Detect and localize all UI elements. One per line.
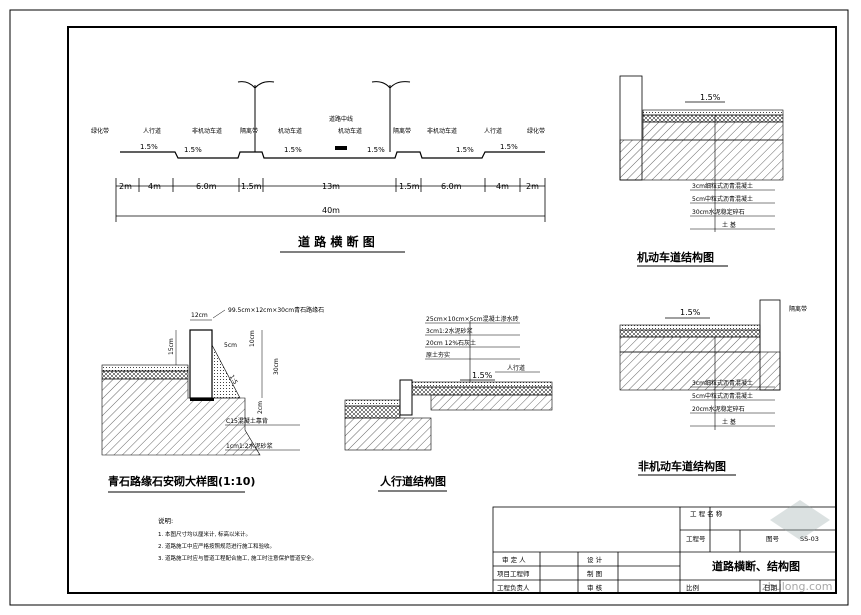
slope-label: 1.5% xyxy=(284,146,302,154)
curb-detail-title: 青石路缘石安砌大样图(1:10) xyxy=(108,474,255,488)
dim-label: 12cm xyxy=(191,312,208,319)
curb-detail: 12cm 99.5cm×12cm×30cm青石路缘石 15cm 5cm 10cm… xyxy=(101,306,324,493)
zone-label: 人行道 xyxy=(484,127,502,135)
motor-lane-title: 机动车道结构图 xyxy=(637,250,714,264)
note-item: 3. 道路施工时应与管道工程配合施工, 施工时注意保护管道安全。 xyxy=(158,554,317,562)
project-no-label: 工程号 xyxy=(686,534,706,543)
drawing-no-label: 图号 xyxy=(766,535,780,543)
dim-label: 13m xyxy=(322,182,340,191)
layer-label: 3cm细粒式沥青混凝土 xyxy=(692,379,753,387)
dim-label: 2m xyxy=(526,182,539,191)
note-item: 2. 道路施工中应严格按照规范进行施工和验收。 xyxy=(158,542,275,550)
scale-label: 比例 xyxy=(686,583,699,592)
layer-label: 土 基 xyxy=(722,221,736,229)
slope-label: 1.5% xyxy=(367,146,385,154)
role-label: 审 核 xyxy=(587,583,603,592)
dim-label: 2m xyxy=(119,182,132,191)
dim-label: 6.0m xyxy=(441,182,462,191)
curb-note: C15混凝土靠背 xyxy=(226,417,268,425)
zone-label: 绿化带 xyxy=(527,127,545,135)
zone-label: 道路中线 xyxy=(329,115,353,123)
dim-label: 30cm xyxy=(273,358,280,375)
curb-note: 1cm1:2水泥砂浆 xyxy=(226,442,273,450)
drawing-no: SS-03 xyxy=(800,535,819,543)
dim-label: 1.5m xyxy=(399,182,420,191)
watermark-logo: zhulong.com xyxy=(762,500,832,593)
zone-label: 绿化带 xyxy=(91,127,109,135)
sidewalk-label: 人行道 xyxy=(507,364,525,372)
dim-label: 15cm xyxy=(168,338,175,355)
curb-label: 隔离带 xyxy=(789,305,807,313)
zone-label: 非机动车道 xyxy=(427,127,457,135)
note-item: 1. 本图尺寸均以厘米计, 标高以米计。 xyxy=(158,530,251,538)
layer-label: 3cm1:2水泥砂浆 xyxy=(426,327,473,335)
cross-section: 绿化带 人行道 非机动车道 隔离带 机动车道 道路中线 机动车道 隔离带 非机动… xyxy=(91,81,546,253)
dimension-line xyxy=(115,178,546,222)
dim-label: 4m xyxy=(496,182,509,191)
role-label: 审 定 人 xyxy=(502,555,526,564)
role-label: 设 计 xyxy=(587,555,603,564)
layer-label: 25cm×10cm×5cm混凝土渗水砖 xyxy=(426,315,519,323)
zone-label: 机动车道 xyxy=(278,127,302,135)
median-marker xyxy=(335,146,347,150)
watermark-text: zhulong.com xyxy=(762,580,832,593)
motor-lane-structure: 1.5% 3cm细粒式沥青混凝土 5cm中粒式沥青混凝土 30cm水泥稳定碎石 … xyxy=(619,75,784,267)
slope-label: 1.5% xyxy=(456,146,474,154)
date-label: 日期 xyxy=(764,584,778,592)
notes: 说明: 1. 本图尺寸均以厘米计, 标高以米计。 2. 道路施工中应严格按照规范… xyxy=(158,516,317,562)
notes-heading: 说明: xyxy=(158,516,173,525)
dim-label: 2cm xyxy=(257,401,264,414)
zone-label: 非机动车道 xyxy=(192,127,222,135)
zone-label: 人行道 xyxy=(143,127,161,135)
slope-label: 1.5% xyxy=(680,308,701,317)
curb-stone xyxy=(189,329,213,399)
nonmotor-lane-title: 非机动车道结构图 xyxy=(638,459,726,473)
slope-label: 1.5% xyxy=(700,93,721,102)
layer-label: 30cm水泥稳定碎石 xyxy=(692,208,745,216)
slope-label: 1.5% xyxy=(500,143,518,151)
role-label: 项目工程师 xyxy=(497,569,530,578)
slope-ratio: 1:5 xyxy=(228,374,239,386)
layer-label: 20cm 12%石灰土 xyxy=(426,339,476,347)
zone-label: 隔离带 xyxy=(240,127,258,135)
slope-label: 1.5% xyxy=(472,371,493,380)
title-block xyxy=(492,506,837,594)
outer-border xyxy=(9,9,849,606)
road-profile xyxy=(120,151,545,159)
slope-label: 1.5% xyxy=(140,143,158,151)
total-width-label: 40m xyxy=(322,206,340,215)
inner-border xyxy=(67,26,837,594)
sidewalk-title: 人行道结构图 xyxy=(380,474,446,488)
project-label: 工 程 名 称 xyxy=(690,509,723,518)
sidewalk-structure: 25cm×10cm×5cm混凝土渗水砖 3cm1:2水泥砂浆 20cm 12%石… xyxy=(344,315,553,492)
zone-label: 隔离带 xyxy=(393,127,411,135)
dim-label: 6.0m xyxy=(196,182,217,191)
layer-label: 5cm中粒式沥青混凝土 xyxy=(692,392,753,400)
street-light-left xyxy=(237,81,275,152)
layer-label: 3cm细粒式沥青混凝土 xyxy=(692,182,753,190)
dim-label: 4m xyxy=(148,182,161,191)
drawing-name: 道路横断、结构图 xyxy=(712,559,800,573)
layer-label: 5cm中粒式沥青混凝土 xyxy=(692,195,753,203)
layer-label: 土 基 xyxy=(722,418,736,426)
curb-top-note: 99.5cm×12cm×30cm青石路缘石 xyxy=(228,306,324,314)
layer-label: 原土夯实 xyxy=(426,351,450,359)
role-label: 制 图 xyxy=(587,569,602,578)
dim-label: 5cm xyxy=(224,342,237,349)
zone-label: 机动车道 xyxy=(338,127,362,135)
role-label: 工程负责人 xyxy=(497,583,530,592)
layer-label: 20cm水泥稳定碎石 xyxy=(692,405,745,413)
dim-label: 1.5m xyxy=(241,182,262,191)
nonmotor-lane-structure: 1.5% 隔离带 3cm细粒式沥青混凝土 5cm中粒式沥青混凝土 20cm水泥稳… xyxy=(619,299,807,476)
street-light-right xyxy=(371,81,411,152)
dim-label: 10cm xyxy=(249,330,256,347)
cross-section-title: 道 路 横 断 图 xyxy=(298,234,375,249)
slope-label: 1.5% xyxy=(184,146,202,154)
